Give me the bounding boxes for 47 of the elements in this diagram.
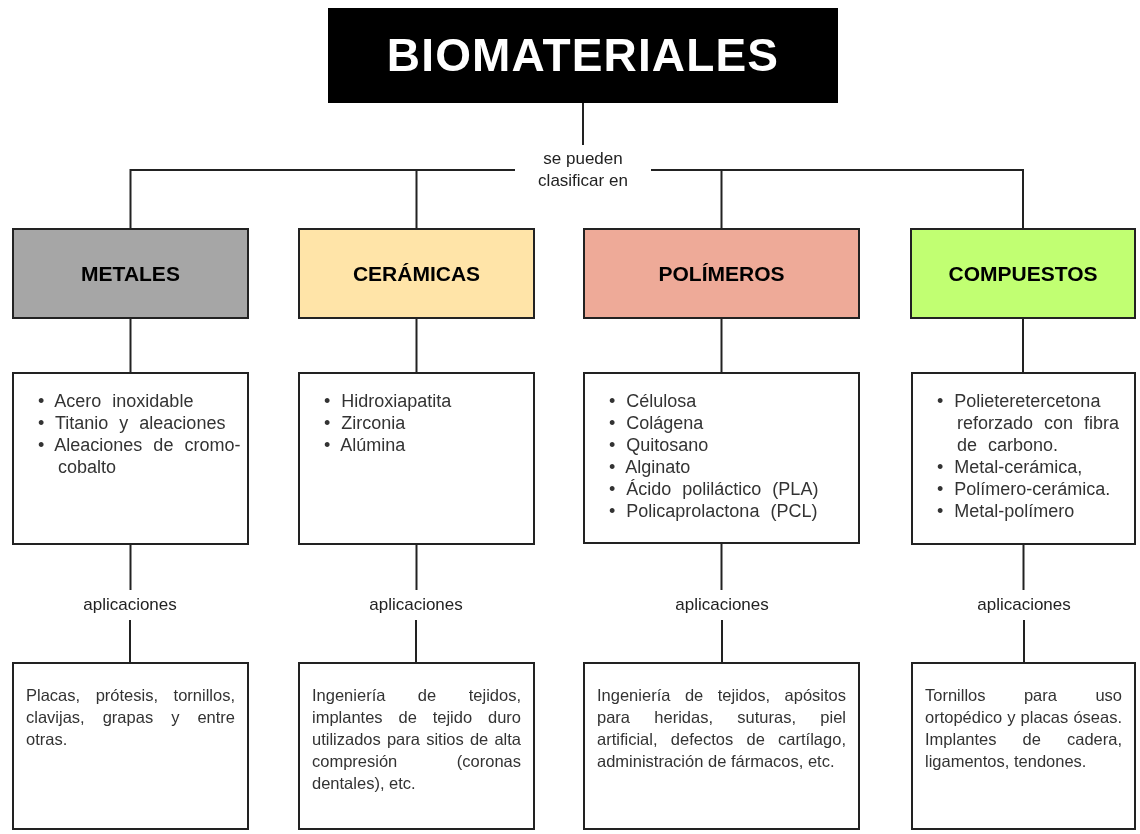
paragraph: Tornillos para uso ortopédico y placas óseas. Implantes de cadera, ligamentos, tendones.	[925, 685, 1122, 772]
connector-line	[1023, 619, 1025, 663]
category-box: CERÁMICAS	[298, 228, 535, 319]
list-box	[911, 372, 1136, 545]
bullet-item: • Polímero-cerámica.	[937, 478, 1112, 500]
bullet-item: • Policaprolactona (PCL)	[609, 500, 819, 522]
bullet-item: • Hidroxiapatita	[324, 390, 453, 412]
title-box: BIOMATERIALES	[328, 8, 838, 103]
connector-line	[720, 543, 723, 591]
list-box	[583, 372, 860, 544]
connector-line	[1022, 318, 1024, 373]
list-box	[12, 372, 249, 545]
application-box	[12, 662, 249, 830]
list-box	[298, 372, 535, 545]
bullet-item: • Acero inoxidable	[38, 390, 195, 412]
category-box: POLÍMEROS	[583, 228, 860, 319]
connector-line	[129, 318, 132, 373]
bullet-item: • Zirconia	[324, 412, 407, 434]
connector-line	[720, 318, 723, 373]
bullet-item: • Polieteretercetona reforzado con fibra de carbono.	[937, 390, 1121, 456]
connector-line	[582, 102, 584, 146]
application-box	[911, 662, 1136, 830]
bullet-item: • Titanio y aleaciones	[38, 412, 227, 434]
connector-line	[415, 318, 418, 373]
bullet-item: • Metal-polímero	[937, 500, 1076, 522]
connector-line	[1022, 544, 1025, 591]
connector-line	[415, 544, 418, 591]
bullet-item: • Colágena	[609, 412, 705, 434]
bullet-item: • Quitosano	[609, 434, 710, 456]
connector-line	[415, 619, 417, 663]
category-box: METALES	[12, 228, 249, 319]
bullet-item: • Aleaciones de cromo-cobalto	[38, 434, 242, 478]
bullet-item: • Metal-cerámica,	[937, 456, 1084, 478]
connector-line	[415, 169, 516, 229]
connector-line	[129, 619, 131, 663]
category-box: COMPUESTOS	[910, 228, 1136, 319]
connector-line	[721, 619, 723, 663]
bullet-item: • Alúmina	[324, 434, 407, 456]
bullet-item: • Alginato	[609, 456, 692, 478]
application-box	[298, 662, 535, 830]
application-box	[583, 662, 860, 830]
bullet-item: • Ácido poliláctico (PLA)	[609, 478, 820, 500]
connector-line	[129, 544, 132, 591]
paragraph: Ingeniería de tejidos, implantes de tejido duro utilizados para sitios de alta compresión (coronas dentales), etc.	[312, 685, 521, 794]
paragraph: Placas, prótesis, tornillos, clavijas, grapas y entre otras.	[26, 685, 235, 750]
paragraph: Ingeniería de tejidos, apósitos para heridas, suturas, piel artificial, defectos de cartílago, administración de fármacos, etc.	[597, 685, 846, 772]
bullet-item: • Célulosa	[609, 390, 698, 412]
